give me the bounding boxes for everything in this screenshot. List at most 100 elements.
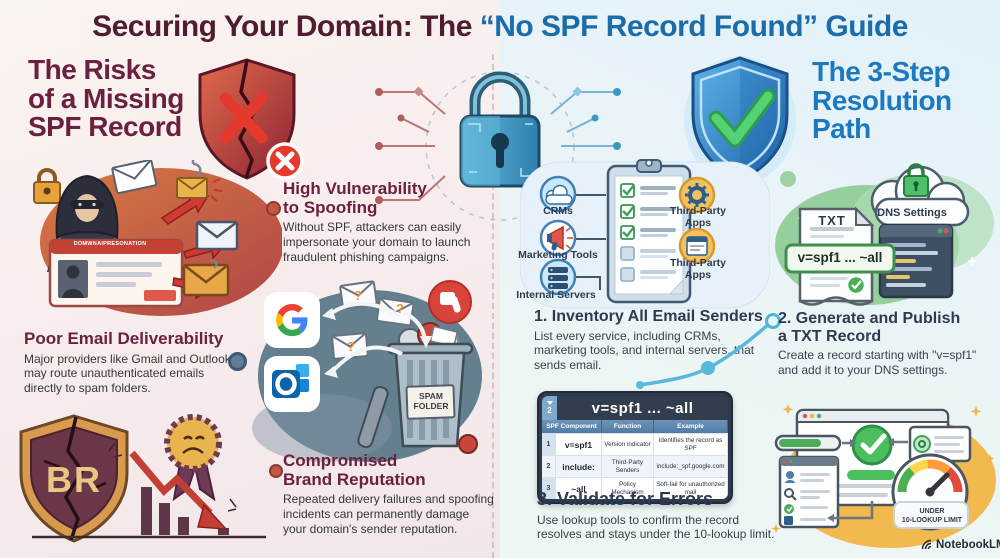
question-envelope-icon bbox=[339, 280, 378, 310]
photo-placeholder bbox=[58, 260, 88, 298]
shield-check-icon bbox=[684, 56, 796, 184]
cloud-icon bbox=[539, 175, 577, 213]
spf-record-table: 2 v=spf1 ... ~all SPF Component Function… bbox=[537, 391, 733, 504]
lookup-list-window bbox=[778, 455, 840, 529]
sender-label-servers: Internal Servers bbox=[516, 289, 596, 301]
center-divider bbox=[492, 54, 494, 558]
connector-dot bbox=[228, 352, 247, 371]
lock-green-icon bbox=[903, 163, 929, 197]
server-icon bbox=[539, 258, 577, 296]
padlock-icon bbox=[33, 168, 61, 204]
sender-label-crms: CRMs bbox=[543, 205, 573, 217]
row1-example: Identifies the record as SPF bbox=[654, 433, 728, 455]
id-card-label: DOMWNAIPRESONATION bbox=[73, 241, 147, 247]
gutter-number: 2 bbox=[547, 406, 552, 415]
row2-example: include:_spf.google.com bbox=[654, 455, 728, 477]
page-title: Securing Your Domain: The “No SPF Record… bbox=[0, 10, 1000, 44]
sparkles bbox=[771, 404, 995, 534]
google-logo-icon bbox=[264, 292, 320, 348]
declining-bar-chart bbox=[141, 487, 229, 535]
progress-bar bbox=[774, 434, 842, 452]
txt-record-illustration bbox=[775, 163, 994, 306]
trash-can bbox=[357, 322, 478, 454]
sad-ribbon-badge-icon bbox=[164, 414, 222, 502]
hooked-envelope-icon bbox=[176, 160, 223, 202]
question-mark: ? bbox=[354, 288, 362, 303]
spam-folder-label: SPAM FOLDER bbox=[413, 391, 449, 411]
outlook-logo-icon bbox=[264, 356, 320, 412]
envelope-icon bbox=[195, 220, 239, 251]
question-mark: ? bbox=[396, 301, 404, 316]
brand-shield-letters: BR bbox=[46, 459, 102, 500]
result-panel bbox=[908, 425, 972, 463]
row2-component: include: bbox=[556, 455, 602, 477]
risk3-block: Compromised Brand Reputation Repeated de… bbox=[283, 451, 495, 536]
risk2-body: Major providers like Gmail and Outlook m… bbox=[24, 351, 231, 395]
step3-block: 3. Validate for Errors Use lookup tools … bbox=[537, 489, 777, 542]
page-title-part2: “No SPF Record Found” Guide bbox=[479, 10, 909, 43]
clipboard-icon bbox=[606, 159, 692, 304]
question-mark: ? bbox=[347, 339, 355, 354]
app-window-icon bbox=[678, 227, 716, 265]
brand-reputation-illustration bbox=[19, 414, 266, 543]
thumbs-down-icon bbox=[428, 280, 472, 324]
mask-icon bbox=[70, 200, 104, 209]
risk1-body: Without SPF, attackers can easily impers… bbox=[283, 220, 471, 264]
lookup-gauge-icon bbox=[891, 453, 969, 531]
success-pill bbox=[847, 470, 895, 480]
page-title-part1: Securing Your Domain: The bbox=[92, 10, 480, 43]
flow-arrows bbox=[834, 440, 908, 520]
broken-shield-icon bbox=[198, 58, 304, 180]
declining-arrow-icon bbox=[129, 450, 213, 516]
row1-function: Version indicator bbox=[602, 433, 654, 455]
dns-settings-label: DNS Settings bbox=[877, 207, 947, 219]
risk1-heading: High Vulnerability to Spoofing bbox=[283, 179, 427, 217]
risk1-block: High Vulnerability to Spoofing Without S… bbox=[283, 179, 488, 264]
row3-num: 3 bbox=[542, 477, 556, 499]
spam-illustration bbox=[252, 280, 482, 462]
arrowheads bbox=[322, 308, 432, 378]
row2-num: 2 bbox=[542, 455, 556, 477]
risk3-body: Repeated delivery failures and spoofing … bbox=[283, 492, 494, 536]
step-connector-line bbox=[636, 321, 772, 389]
step3-body: Use lookup tools to confirm the record r… bbox=[537, 512, 775, 542]
spoofing-illustration bbox=[33, 160, 282, 316]
col-header-example: Example bbox=[654, 420, 728, 433]
check-circle-icon bbox=[851, 424, 893, 466]
connector-dot bbox=[266, 201, 281, 216]
col-header-component: SPF Component bbox=[542, 420, 602, 433]
table-title-bar: 2 v=spf1 ... ~all bbox=[542, 396, 728, 420]
cracked-brand-shield-icon bbox=[19, 414, 129, 543]
megaphone-icon bbox=[539, 219, 577, 257]
row3-component: ~all bbox=[556, 477, 602, 499]
circuit-traces-left bbox=[379, 91, 446, 201]
sender-label-marketing: Marketing Tools bbox=[518, 249, 598, 261]
step2-block: 2. Generate and Publish a TXT Record Cre… bbox=[778, 310, 996, 377]
code-window bbox=[878, 223, 954, 299]
step1-heading: 1. Inventory All Email Senders bbox=[534, 308, 763, 325]
step2-body: Create a record starting with "v=spf1" a… bbox=[778, 348, 977, 377]
row1-component: v=spf1 bbox=[556, 433, 602, 455]
envelope-icon bbox=[182, 259, 230, 297]
risk3-heading: Compromised Brand Reputation bbox=[283, 451, 426, 489]
center-lock-illustration bbox=[375, 71, 621, 221]
x-mark-icon bbox=[219, 92, 268, 144]
padlock-circuit-icon bbox=[459, 71, 541, 188]
filter-icon bbox=[546, 401, 553, 405]
notebooklm-logo-icon bbox=[921, 539, 932, 550]
validation-illustration bbox=[771, 404, 996, 548]
dns-cloud-icon bbox=[870, 163, 970, 227]
watermark-text: NotebookLM bbox=[936, 538, 1000, 551]
left-heading: The Risks of a Missing SPF Record bbox=[28, 54, 184, 143]
sender-label-thirdparty-2: Third-Party Apps bbox=[669, 257, 726, 281]
spf-record-text: v=spf1 ... ~all bbox=[797, 250, 883, 265]
gear-icon bbox=[678, 176, 716, 214]
col-header-function: Function bbox=[602, 420, 654, 433]
row1-num: 1 bbox=[542, 433, 556, 455]
table-gutter: 2 bbox=[542, 396, 557, 420]
row2-function: Third-Party Senders bbox=[602, 455, 654, 477]
row3-function: Policy Mechanism bbox=[602, 477, 654, 499]
record-highlight-box bbox=[784, 243, 896, 274]
gauge-label: UNDER 10-LOOKUP LIMIT bbox=[901, 508, 963, 525]
